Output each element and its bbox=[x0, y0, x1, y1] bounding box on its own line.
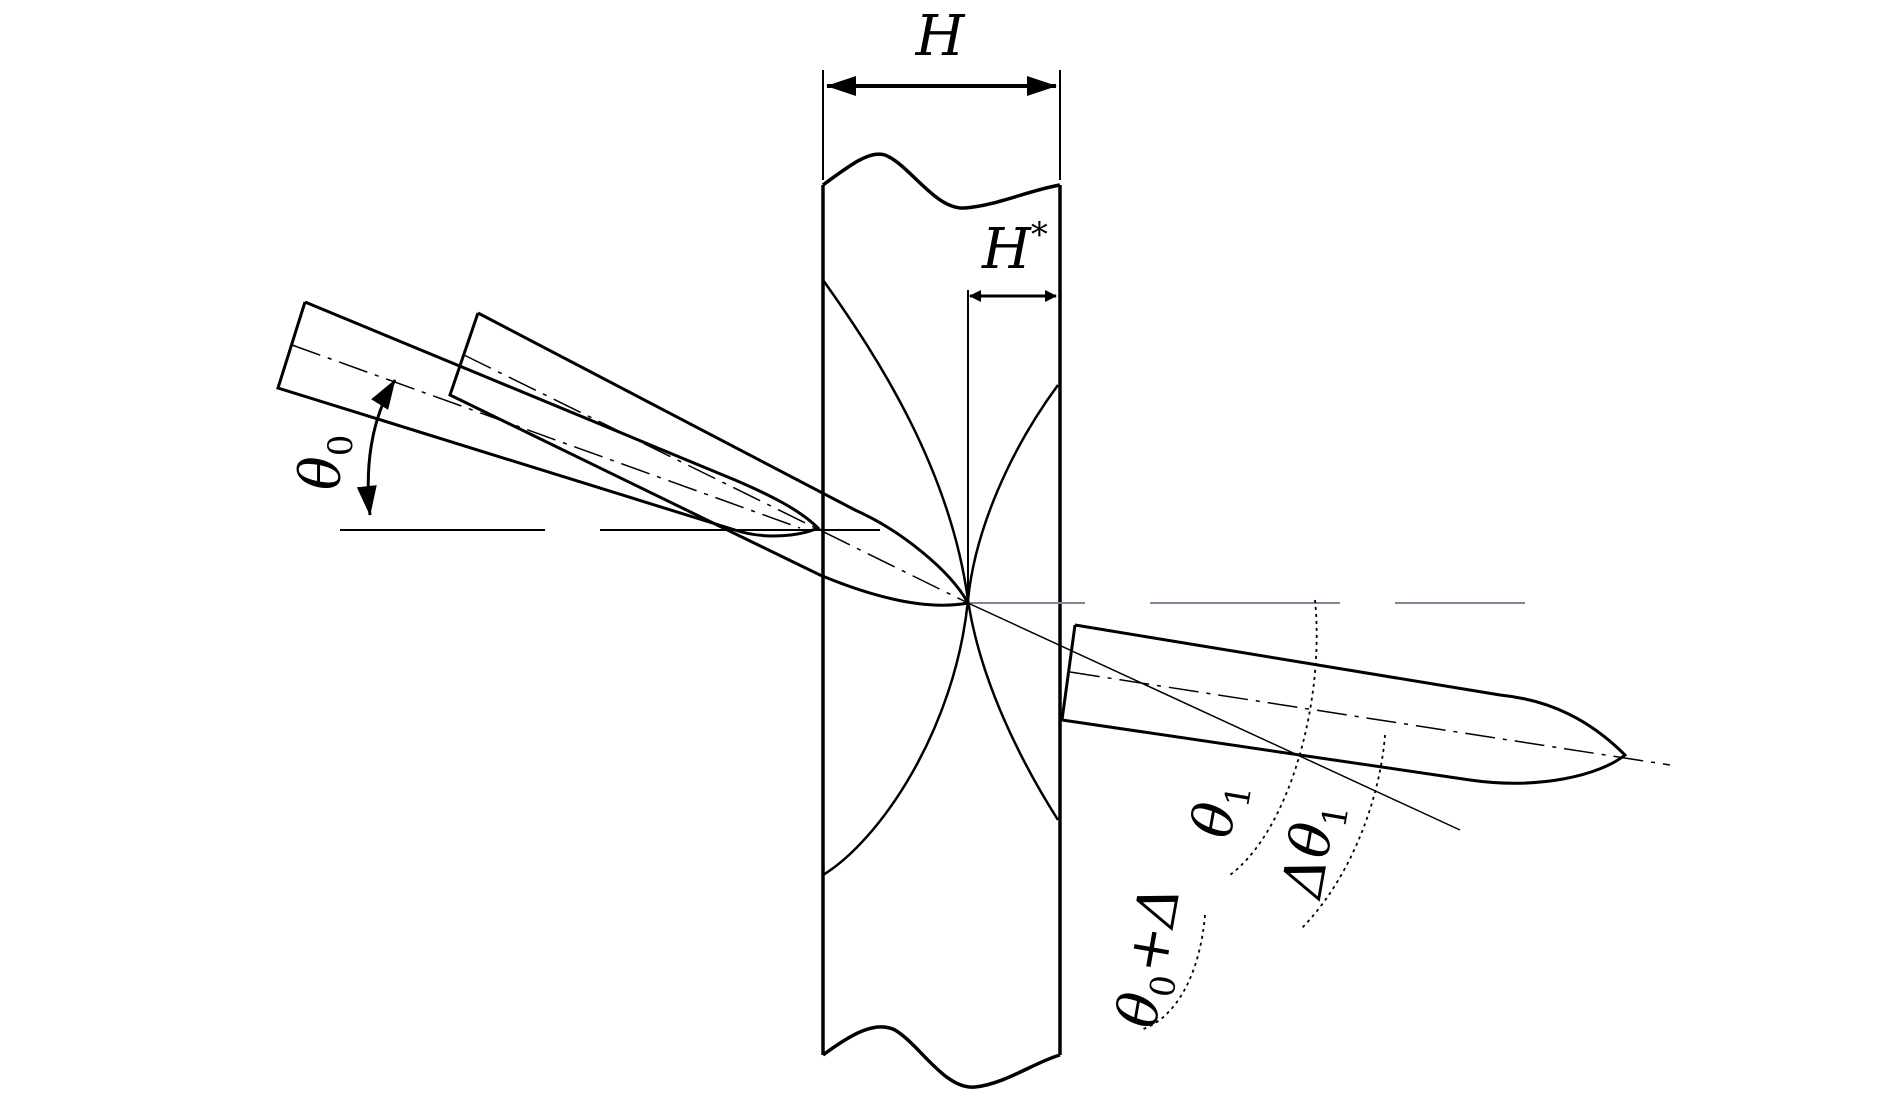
plate-deformation-lower-right bbox=[966, 599, 1060, 821]
projectile-exiting-body bbox=[1060, 623, 1628, 785]
sum-angle-label: θ0+Δ bbox=[1105, 881, 1201, 1034]
thickness-dimension bbox=[822, 70, 1061, 180]
delta-angle-label: Δθ1 bbox=[1269, 797, 1357, 906]
plate-top-wave bbox=[821, 152, 1061, 210]
projectile-entering bbox=[448, 311, 971, 607]
projectile-entering-axis bbox=[463, 354, 969, 604]
arc-theta0-delta bbox=[1229, 599, 1318, 876]
arc-sum bbox=[1139, 914, 1206, 1031]
exit-trajectory-line bbox=[967, 602, 1461, 831]
exit-angle-arcs bbox=[1139, 599, 1386, 1031]
plate-deformation-upper-left bbox=[821, 279, 970, 601]
plate-bottom-wave bbox=[821, 1025, 1061, 1089]
entry-angle-label: θ0 bbox=[289, 435, 361, 490]
thickness-label: H bbox=[915, 4, 966, 69]
projectile-initial-axis bbox=[291, 344, 801, 529]
projectile-exiting bbox=[1060, 623, 1671, 785]
plate-deformation-lower-left bbox=[822, 599, 970, 877]
projectile-initial-body bbox=[276, 300, 821, 538]
entry-angle-arc bbox=[356, 379, 397, 516]
arc-delta-theta1 bbox=[1299, 734, 1386, 931]
projectile-exiting-axis bbox=[1069, 671, 1671, 766]
penetration-dimension bbox=[967, 290, 1057, 600]
exit-angle-label: θ1 bbox=[1180, 777, 1261, 844]
target-plate bbox=[821, 152, 1062, 1089]
penetration-label: H* bbox=[981, 215, 1048, 282]
projectile-entering-body bbox=[448, 311, 971, 607]
plate-deformation-upper-right bbox=[966, 384, 1060, 601]
projectile-initial bbox=[276, 300, 821, 538]
